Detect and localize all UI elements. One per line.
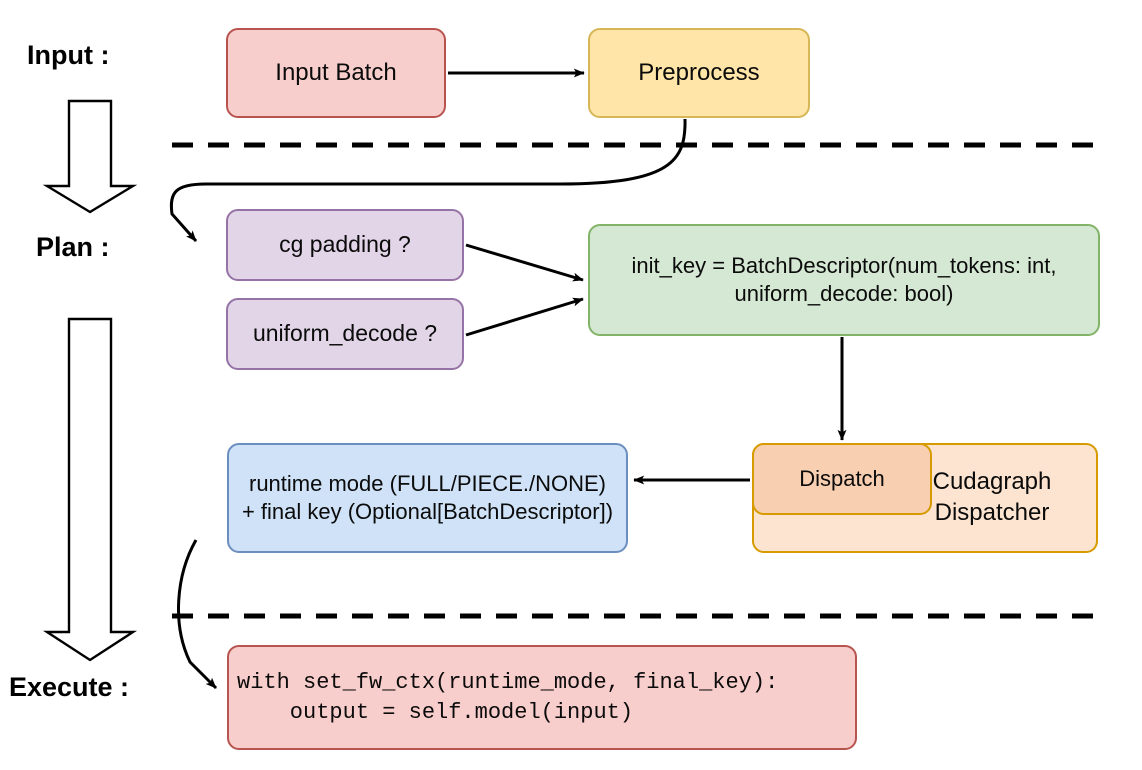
node-code-block-line-2: output = self.model(input) <box>237 699 634 725</box>
node-code-block[interactable]: with set_fw_ctx(runtime_mode, final_key)… <box>227 645 857 750</box>
node-cg-padding-label: cg padding ? <box>279 231 411 258</box>
node-uniform-decode-label: uniform_decode ? <box>252 320 438 347</box>
node-cudagraph-dispatcher-text: Cudagraph Dispatcher <box>906 467 1078 528</box>
stage-label-input: Input : <box>27 40 110 70</box>
edge-runtime-mode-to-code <box>177 539 218 690</box>
node-init-key[interactable]: init_key = BatchDescriptor(num_tokens: i… <box>588 224 1100 336</box>
node-input-batch-label: Input Batch <box>275 58 397 86</box>
node-dispatch[interactable]: Dispatch <box>752 443 932 515</box>
node-runtime-mode-line-2: + final key (Optional[BatchDescriptor]) <box>241 499 614 524</box>
node-input-batch[interactable]: Input Batch <box>226 28 446 118</box>
node-code-block-line-1: with set_fw_ctx(runtime_mode, final_key)… <box>237 669 779 695</box>
node-cg-padding[interactable]: cg padding ? <box>226 209 464 281</box>
node-preprocess-label: Preprocess <box>638 58 760 86</box>
node-init-key-line-2: uniform_decode: bool) <box>734 281 954 306</box>
plan-to-execute-arrow <box>42 317 138 662</box>
node-cudagraph-dispatcher-line-2: Dispatcher <box>934 499 1050 526</box>
edge-uniform-decode-to-init-key <box>465 297 584 337</box>
node-runtime-mode-line-1: runtime mode (FULL/PIECE./NONE) <box>249 470 606 496</box>
node-init-key-text: init_key = BatchDescriptor(num_tokens: i… <box>632 252 1057 308</box>
node-runtime-mode-text: runtime mode (FULL/PIECE./NONE) + final … <box>242 470 613 526</box>
input-to-plan-arrow <box>42 99 138 214</box>
node-dispatch-label: Dispatch <box>799 465 885 491</box>
node-code-block-text: with set_fw_ctx(runtime_mode, final_key)… <box>237 668 778 727</box>
node-preprocess[interactable]: Preprocess <box>588 28 810 118</box>
edge-cg-padding-to-init-key <box>465 243 584 282</box>
node-uniform-decode[interactable]: uniform_decode ? <box>226 298 464 370</box>
stage-label-plan: Plan : <box>36 232 110 262</box>
node-runtime-mode[interactable]: runtime mode (FULL/PIECE./NONE) + final … <box>227 443 628 553</box>
node-cudagraph-dispatcher-line-1: Cudagraph <box>932 468 1052 496</box>
stage-label-execute: Execute : <box>9 672 130 702</box>
node-init-key-line-1: init_key = BatchDescriptor(num_tokens: i… <box>631 252 1057 278</box>
